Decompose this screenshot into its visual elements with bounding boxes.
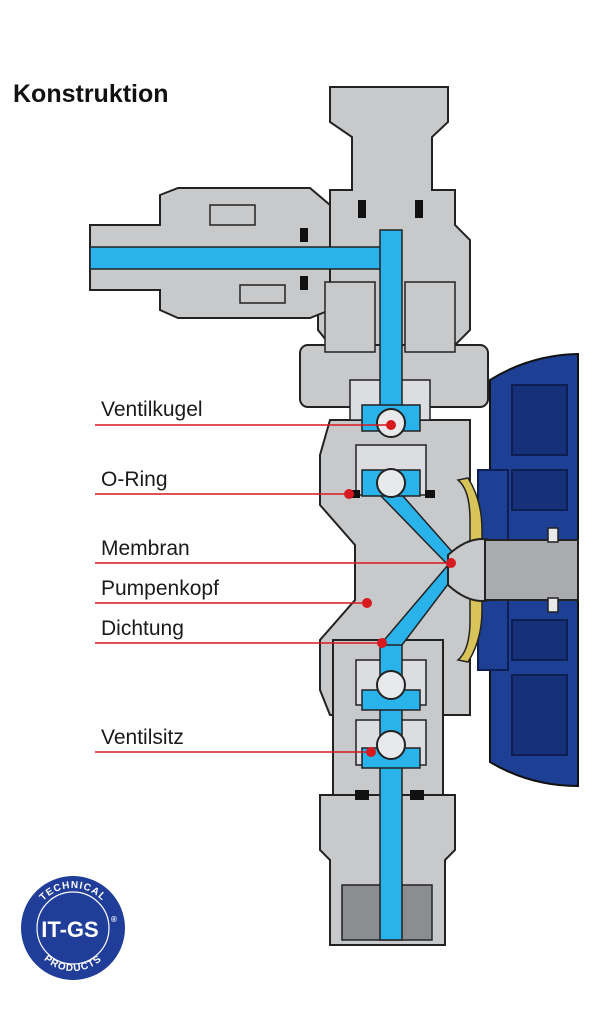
logo-brand: IT-GS — [41, 917, 98, 942]
callouts: Ventilkugel O-Ring Membran Pumpenkopf Di… — [95, 398, 456, 757]
pump-head-body — [89, 86, 489, 946]
it-gs-logo: TECHNICAL PRODUCTS IT-GS ® — [21, 876, 125, 980]
label-o-ring: O-Ring — [101, 468, 168, 491]
membrane-assembly — [447, 477, 579, 663]
label-membran: Membran — [101, 537, 190, 560]
label-dichtung: Dichtung — [101, 617, 184, 640]
label-pumpenkopf: Pumpenkopf — [101, 577, 219, 600]
o-rings — [300, 200, 435, 800]
fluid-channels — [89, 229, 456, 941]
page-title: Konstruktion — [13, 80, 169, 108]
logo-registered: ® — [111, 915, 117, 924]
label-ventilsitz: Ventilsitz — [101, 726, 184, 749]
label-ventilkugel: Ventilkugel — [101, 398, 203, 421]
